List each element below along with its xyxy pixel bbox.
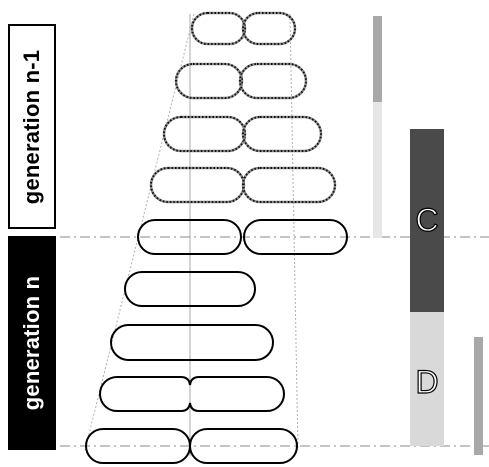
cell-growth-2: [110, 324, 274, 361]
timeline-bar-previous-light: [373, 16, 382, 238]
cell-newborn-left: [137, 219, 242, 255]
generation-previous-text: generation n-1: [19, 49, 44, 204]
generation-current-label: generation n: [8, 236, 56, 450]
prev-cell-pair-4: [149, 166, 337, 204]
prev-cell-pair-1: [190, 11, 297, 46]
generation-boundaries: [60, 236, 489, 447]
cell-newborn-right: [243, 219, 348, 255]
phase-d-label: D: [415, 364, 438, 400]
cone-guide-right: [289, 13, 299, 451]
phase-d-bar: [410, 312, 444, 446]
prev-cell-pair-3: [162, 115, 323, 153]
cell-daughter-right: [189, 428, 298, 464]
cell-growth-1: [124, 271, 256, 307]
timeline-bar-current: [474, 337, 483, 455]
generation-previous-label: generation n-1: [8, 24, 56, 229]
prev-cell-pair-2: [174, 62, 308, 100]
timeline-bar-previous-dark: [373, 16, 382, 102]
generation-current-text: generation n: [19, 275, 45, 411]
phase-c-label: C: [415, 202, 438, 238]
cone-guides: [84, 13, 299, 451]
current-generation-cells: [85, 219, 348, 464]
cell-constricting: [99, 376, 285, 412]
phase-c-bar: [410, 129, 444, 312]
previous-generation-cells: [149, 11, 337, 204]
